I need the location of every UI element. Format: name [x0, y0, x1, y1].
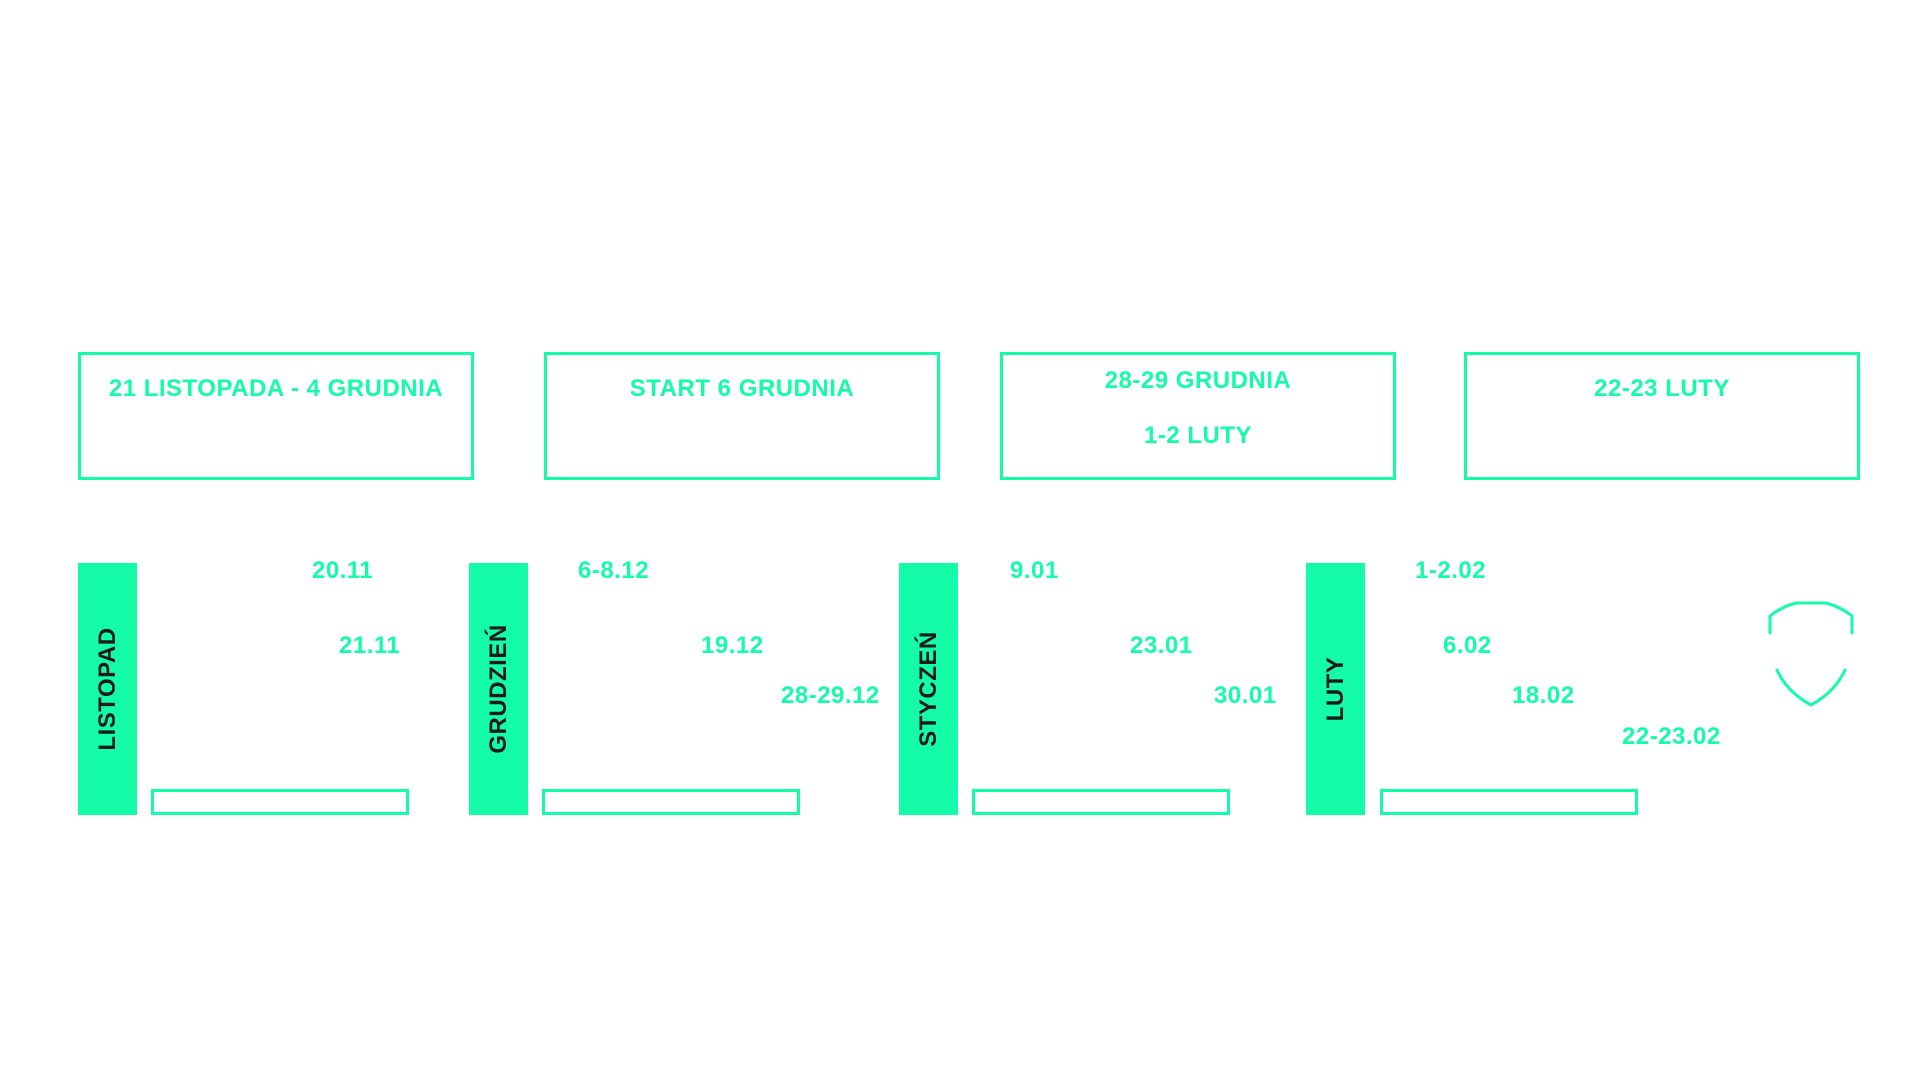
month-underbar-luty: [1380, 789, 1638, 815]
month-bar-grudzien: GRUDZIEŃ: [469, 563, 528, 815]
date-luty-3: 18.02: [1512, 682, 1575, 709]
month-label-listopad: LISTOPAD: [93, 627, 121, 751]
date-styczen-2: 23.01: [1130, 632, 1193, 659]
date-grudzien-2: 19.12: [701, 632, 764, 659]
header-box-1: 21 LISTOPADA - 4 GRUDNIA: [78, 352, 474, 480]
header-box-4: 22-23 LUTY: [1464, 352, 1860, 480]
date-grudzien-3: 28-29.12: [781, 682, 880, 709]
month-label-styczen: STYCZEŃ: [914, 631, 942, 747]
header-box-3-line-2: 1-2 LUTY: [1143, 422, 1252, 449]
month-label-luty: LUTY: [1321, 656, 1349, 722]
header-box-3: 28-29 GRUDNIA 1-2 LUTY: [1000, 352, 1396, 480]
month-bar-styczen: STYCZEŃ: [899, 563, 958, 815]
header-box-2-line-1: START 6 GRUDNIA: [629, 375, 855, 402]
date-styczen-3: 30.01: [1214, 682, 1277, 709]
header-box-2: START 6 GRUDNIA: [544, 352, 940, 480]
header-box-4-line-1: 22-23 LUTY: [1594, 375, 1730, 402]
date-styczen-1: 9.01: [1010, 557, 1059, 584]
month-bar-luty: LUTY: [1306, 563, 1365, 815]
month-underbar-grudzien: [542, 789, 800, 815]
date-listopad-1: 20.11: [312, 557, 374, 584]
month-underbar-listopad: [151, 789, 409, 815]
date-luty-2: 6.02: [1443, 632, 1492, 659]
header-box-3-line-1: 28-29 GRUDNIA: [1104, 367, 1292, 394]
date-luty-1: 1-2.02: [1415, 557, 1487, 584]
header-box-1-line-1: 21 LISTOPADA - 4 GRUDNIA: [108, 375, 444, 402]
date-listopad-2: 21.11: [339, 632, 401, 659]
month-label-grudzien: GRUDZIEŃ: [484, 624, 512, 754]
month-underbar-styczen: [972, 789, 1230, 815]
month-bar-listopad: LISTOPAD: [78, 563, 137, 815]
shield-icon: [1768, 601, 1854, 707]
date-grudzien-1: 6-8.12: [578, 557, 650, 584]
date-luty-4: 22-23.02: [1622, 723, 1721, 750]
